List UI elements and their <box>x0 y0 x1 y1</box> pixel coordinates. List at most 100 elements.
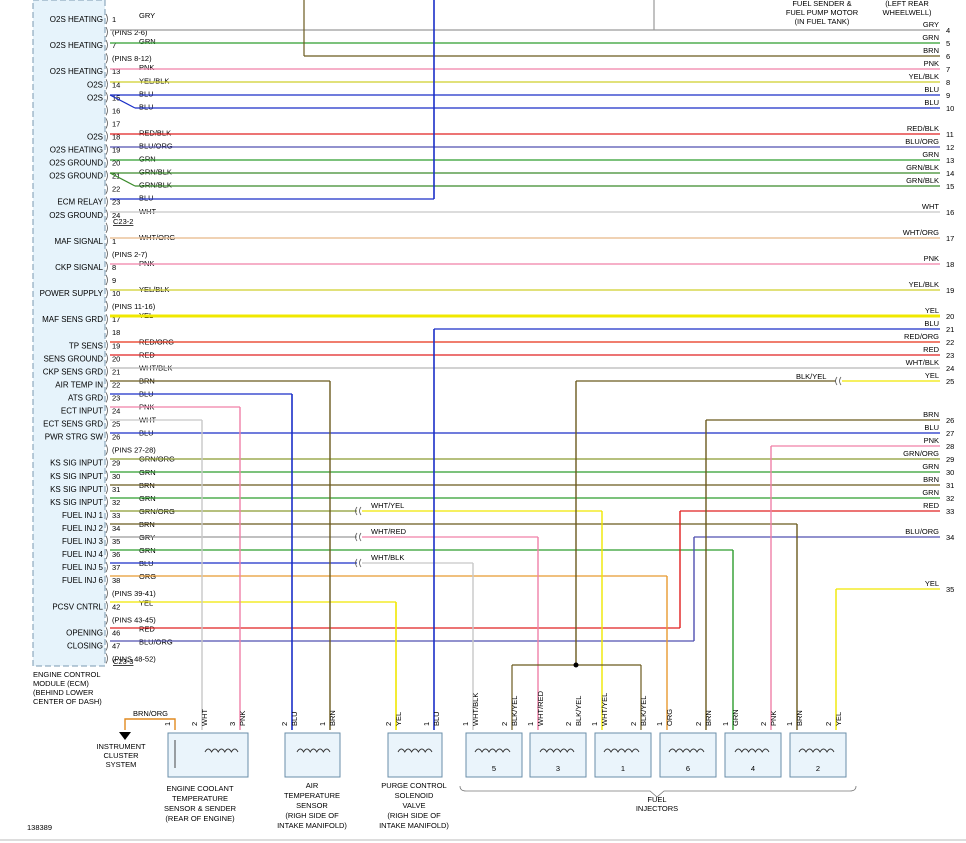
ats-caption: SENSOR <box>296 801 328 810</box>
right-wire-color-label: RED/BLK <box>907 124 939 133</box>
ecm-pin-number: 29 <box>112 459 120 468</box>
right-wire-color-label: BLU/ORG <box>905 527 939 536</box>
ecm-pin-number: 37 <box>112 563 120 572</box>
circuit-number: 12 <box>946 143 954 152</box>
ecm-pin-number: 20 <box>112 159 120 168</box>
ecm-pin-number: 1 <box>112 237 116 246</box>
wire-color-label: BLU <box>139 102 154 111</box>
ecm-pin-number: 31 <box>112 485 120 494</box>
circuit-number: 14 <box>946 169 954 178</box>
ecm-pin-number: 17 <box>112 315 120 324</box>
pin-terminal-mark <box>105 470 108 481</box>
ect-sensor-element-icon <box>204 748 239 753</box>
ecm-pin-function-label: O2S <box>87 132 103 141</box>
ecm-pin-function-label: O2S HEATING <box>50 67 103 76</box>
ecm-pin-number: (PINS 48-52) <box>112 654 156 663</box>
pin-terminal-mark <box>105 653 108 664</box>
ecm-pin-number: 25 <box>112 420 120 429</box>
right-wire-color-label: GRN/BLK <box>906 176 939 185</box>
ats-caption: TEMPERATURE <box>284 791 340 800</box>
ecm-pin-row: 9 <box>105 274 116 286</box>
ecm-pin-number: (PINS 39-41) <box>112 589 156 598</box>
ect-caption: TEMPERATURE <box>172 794 228 803</box>
right-wire-color-label: WHT <box>922 202 939 211</box>
pin-terminal-mark <box>105 131 108 142</box>
wire-color-label: BLU <box>139 194 154 203</box>
ecm-pin-number: 22 <box>112 380 120 389</box>
right-wire-color-label: YEL <box>925 579 939 588</box>
ats-caption: AIR <box>306 781 319 790</box>
fuel-injector-wire-label: YEL <box>834 712 843 726</box>
fuel-injector-wire-label: BRN <box>704 710 713 726</box>
pin-terminal-mark <box>105 144 108 155</box>
ecm-pin-function-label: PWR STRG SW <box>45 433 104 442</box>
fuel-injector-number: 4 <box>751 764 755 773</box>
ecm-pin-function-label: FUEL INJ 3 <box>62 537 104 546</box>
wire-color-label: RED/BLK <box>139 128 171 137</box>
right-wire-color-label: GRY <box>923 20 939 29</box>
pin-terminal-mark <box>105 326 108 338</box>
ecm-pin-function-label: KS SIG INPUT <box>50 485 103 494</box>
right-wire-color-label: BLU <box>924 319 939 328</box>
ecm-pin-function-label: OPENING <box>66 628 103 637</box>
ecm-pin-number: 8 <box>112 263 116 272</box>
circuit-number: 5 <box>946 39 950 48</box>
in-line-connector-mark <box>355 532 362 542</box>
ecm-pin-number: (PINS 27-28) <box>112 446 156 455</box>
ecm-pin-number: 19 <box>112 146 120 155</box>
pin-terminal-mark <box>105 13 108 25</box>
right-wire-color-label: GRN <box>922 462 939 471</box>
pin-terminal-mark <box>105 614 108 625</box>
circuit-number: 13 <box>946 156 954 165</box>
ats-wire-label: BRN <box>328 710 337 726</box>
fuel-injector-coil-icon <box>474 748 511 753</box>
ecm-pin-function-label: O2S HEATING <box>50 15 103 24</box>
right-wire-color-label: YEL <box>925 306 939 315</box>
ecm-pin-function-label: KS SIG INPUT <box>50 498 103 507</box>
right-wire-color-label: RED/ORG <box>904 332 939 341</box>
fuel-injector-body <box>465 732 523 778</box>
fuel-injector-number: 1 <box>621 764 625 773</box>
ecm-pin-function-label: O2S GROUND <box>49 159 103 168</box>
wire-color-label: RED <box>139 624 155 633</box>
splice-label-blk-yel: BLK/YEL <box>796 372 826 381</box>
ecm-pin-number: (PINS 2-6) <box>112 28 148 37</box>
circuit-number: 4 <box>946 26 950 35</box>
ect-caption: (REAR OF ENGINE) <box>165 814 235 823</box>
fuel-injector-body <box>659 732 717 778</box>
pcsv-valve-body <box>387 732 443 778</box>
ecm-pin-number: 16 <box>112 106 120 115</box>
circuit-number: 34 <box>946 533 954 542</box>
right-wire-color-label: RED <box>923 345 939 354</box>
ecm-caption-3: (BEHIND LOWER <box>33 688 94 697</box>
splice-label-brn-org: BRN/ORG <box>133 709 168 718</box>
fuel-injector-pin-number: 2 <box>694 722 703 726</box>
ats-wire-label: BLU <box>290 711 299 726</box>
circuit-number: 35 <box>946 585 954 594</box>
circuit-number: 11 <box>946 130 954 139</box>
right-wire-color-label: BLU <box>924 85 939 94</box>
fuel-injector-pin-number: 1 <box>526 722 535 726</box>
wire-color-label: WHT <box>139 207 156 216</box>
pin-terminal-mark <box>105 105 108 116</box>
ect-caption: ENGINE COOLANT <box>166 784 234 793</box>
connector-c23-3: C23-3 <box>113 657 133 666</box>
fuel-injector-wire-label: BRN <box>795 710 804 726</box>
fuel-injector-pin-number: 1 <box>590 722 599 726</box>
ecm-pin-number: 9 <box>112 276 116 285</box>
wire-color-label: WHT/ORG <box>139 233 175 242</box>
ecm-pin-number: (PINS 8-12) <box>112 54 152 63</box>
right-wire-color-label: YEL/BLK <box>909 280 939 289</box>
ect-wire-label: PNK <box>238 711 247 726</box>
injectors-caption-1: FUEL <box>647 795 666 804</box>
pin-terminal-mark <box>105 418 108 429</box>
